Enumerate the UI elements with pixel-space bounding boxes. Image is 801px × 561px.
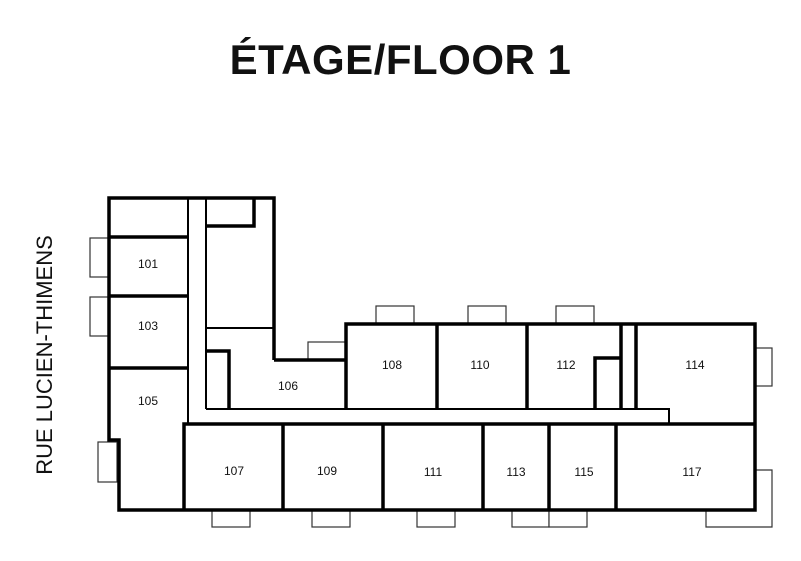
room-109: 109 <box>317 464 337 478</box>
room-111: 111 <box>424 465 443 479</box>
room-107: 107 <box>224 464 244 478</box>
room-101: 101 <box>138 257 158 271</box>
room-110: 110 <box>470 358 489 372</box>
room-103: 103 <box>138 319 158 333</box>
balconies <box>89 237 773 528</box>
room-117: 117 <box>682 465 701 479</box>
room-105: 105 <box>138 394 158 408</box>
floor-title: ÉTAGE/FLOOR 1 <box>229 36 572 83</box>
room-106: 106 <box>278 379 298 393</box>
walls <box>107 196 757 512</box>
room-112: 112 <box>556 358 575 372</box>
room-115: 115 <box>574 465 593 479</box>
room-108: 108 <box>382 358 402 372</box>
room-114: 114 <box>685 358 704 372</box>
room-113: 113 <box>506 465 525 479</box>
room-labels: 101 103 105 106 107 108 109 110 111 112 … <box>138 257 705 479</box>
